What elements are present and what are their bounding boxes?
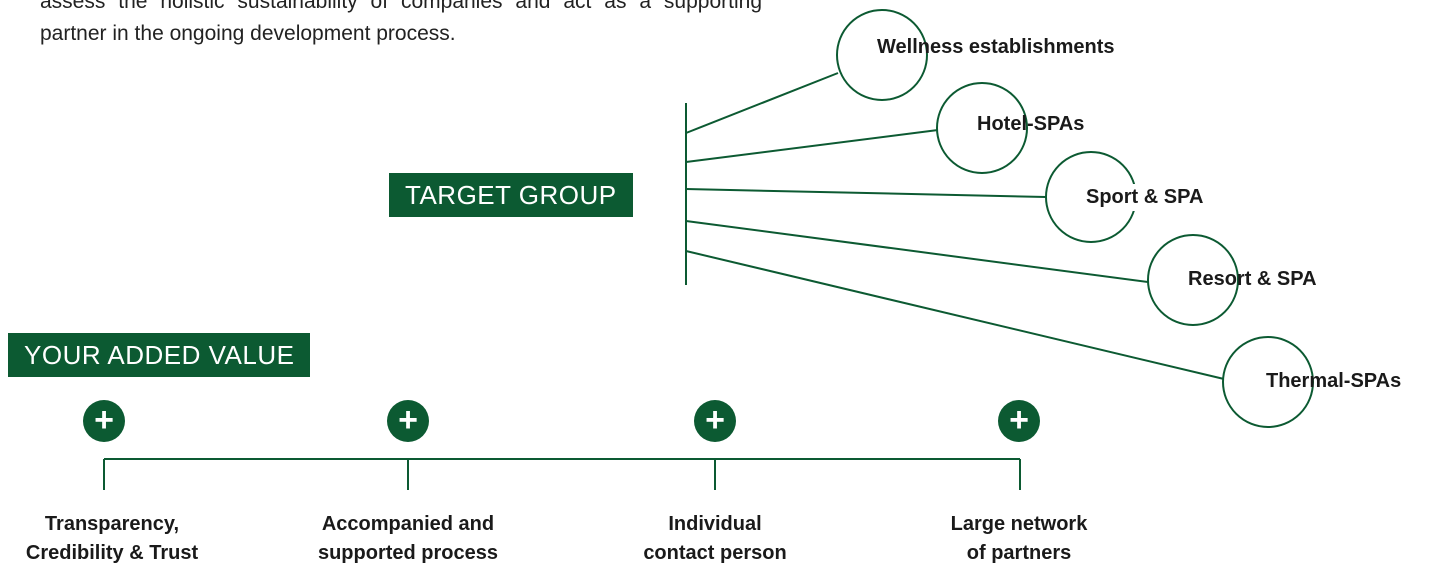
added-value-item: Accompanied and supported process	[317, 513, 499, 564]
target-group-item-hotel: Hotel-SPAs	[977, 113, 1085, 135]
circle-hotel	[936, 82, 1028, 174]
target-group-title: TARGET GROUP	[389, 173, 633, 217]
connector-hotel	[685, 129, 939, 163]
added-value-item: Transparency, Credibility & Trust	[25, 513, 199, 564]
target-group-item-sport: Sport & SPA	[1082, 184, 1360, 211]
added-value-item: Large network of partners	[950, 513, 1088, 564]
intro-paragraph: assess the holistic sustainability of co…	[40, 0, 762, 45]
plus-icon: +	[694, 400, 736, 442]
added-value-title: YOUR ADDED VALUE	[8, 333, 311, 377]
circle-wellness	[836, 9, 928, 101]
connector-resort	[685, 220, 1149, 283]
target-group-item-thermal: Thermal-SPAs	[1266, 370, 1402, 392]
plus-icon: +	[83, 400, 125, 442]
connector-thermal	[685, 250, 1225, 380]
connector-sport	[685, 188, 1047, 198]
connector-wellness	[685, 72, 839, 134]
circle-resort	[1147, 234, 1239, 326]
plus-icon: +	[387, 400, 429, 442]
plus-icon: +	[998, 400, 1040, 442]
circle-thermal	[1222, 336, 1314, 428]
target-group-item-resort: Resort & SPA	[1188, 268, 1317, 290]
added-value-item: Individual contact person	[643, 513, 787, 564]
target-group-item-wellness: Wellness establishments	[877, 36, 1115, 58]
